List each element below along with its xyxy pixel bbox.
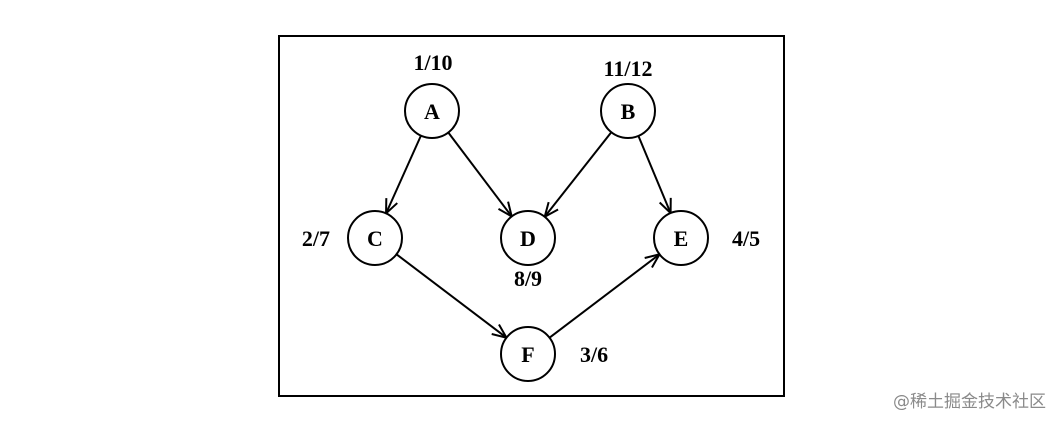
time-label-c: 2/7	[302, 226, 330, 251]
node-a: A 1/10	[404, 50, 460, 139]
time-label-b: 11/12	[604, 56, 653, 81]
time-label-e: 4/5	[732, 226, 760, 251]
node-e: E 4/5	[653, 210, 760, 266]
edge-a-c	[385, 135, 422, 214]
node-b: B 11/12	[600, 56, 656, 139]
node-circle-c	[347, 210, 403, 266]
diagram-frame	[278, 35, 785, 397]
node-d: D 8/9	[500, 210, 556, 291]
edge-b-d	[543, 131, 613, 218]
edge-a-d	[447, 131, 513, 218]
node-label-a: A	[424, 99, 440, 124]
watermark-text: @稀土掘金技术社区	[893, 392, 1046, 412]
node-circle-f	[500, 326, 556, 382]
node-label-b: B	[621, 99, 636, 124]
time-label-a: 1/10	[413, 50, 452, 75]
node-c: C 2/7	[302, 210, 403, 266]
node-label-e: E	[674, 226, 689, 251]
edge-c-f	[395, 253, 508, 339]
time-label-f: 3/6	[580, 342, 608, 367]
edge-f-e	[548, 253, 661, 339]
edge-b-e	[637, 135, 672, 214]
node-circle-b	[600, 83, 656, 139]
node-circle-d	[500, 210, 556, 266]
node-f: F 3/6	[500, 326, 608, 382]
node-label-f: F	[521, 342, 534, 367]
time-label-d: 8/9	[514, 266, 542, 291]
node-circle-a	[404, 83, 460, 139]
nodes-layer: A 1/10B 11/12C 2/7 D 8/9 E 4/5F 3/6	[302, 50, 760, 382]
node-label-d: D	[520, 226, 536, 251]
node-label-c: C	[367, 226, 383, 251]
node-circle-e	[653, 210, 709, 266]
edges-layer	[385, 131, 672, 340]
